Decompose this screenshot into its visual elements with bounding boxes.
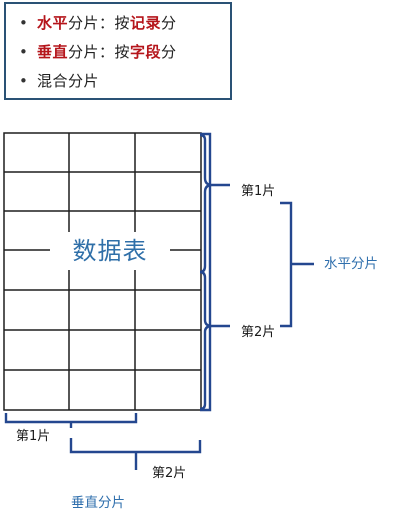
vertical-shard1-label: 第1片 (16, 429, 51, 444)
bullet-icon: • (19, 43, 29, 61)
horizontal-shard1-brace (199, 133, 230, 274)
vertical-sharding-label: 垂直分片 (71, 495, 125, 511)
legend-key: 记录 (130, 14, 162, 32)
legend-text: 混合分片 (37, 72, 100, 90)
vertical-shard2-brace (69, 438, 202, 470)
vertical-shard2-label: 第2片 (152, 466, 187, 481)
data-table-grid (3, 132, 202, 411)
legend-key: 字段 (130, 43, 162, 61)
bullet-icon: • (19, 14, 29, 32)
table-border (3, 132, 202, 411)
vertical-shard1-brace (4, 413, 138, 428)
horizontal-sharding-label: 水平分片 (324, 256, 378, 272)
legend-box: •水平分片：按记录分 •垂直分片：按字段分 •混合分片 (4, 2, 232, 100)
legend-text: 分片：按 (68, 14, 131, 32)
table-outer-bracket (200, 132, 212, 412)
legend-item-mixed: • 混合分片 (19, 68, 99, 94)
legend-key: 垂直 (37, 43, 69, 61)
legend-text: 分 (161, 14, 177, 32)
horizontal-shard1-label: 第1片 (241, 184, 276, 199)
legend-text: 分片：按 (68, 43, 131, 61)
horizontal-sharding-brace (280, 201, 314, 328)
table-label: 数据表 (50, 232, 170, 270)
horizontal-shard2-brace (199, 270, 230, 411)
legend-text: 分 (161, 43, 177, 61)
legend-key: 水平 (37, 14, 69, 32)
bullet-icon: • (19, 72, 29, 90)
horizontal-shard2-label: 第2片 (241, 325, 276, 340)
legend-item-vertical: • 垂直分片：按字段分 (19, 39, 177, 65)
legend-item-horizontal: • 水平分片：按记录分 (19, 10, 177, 36)
